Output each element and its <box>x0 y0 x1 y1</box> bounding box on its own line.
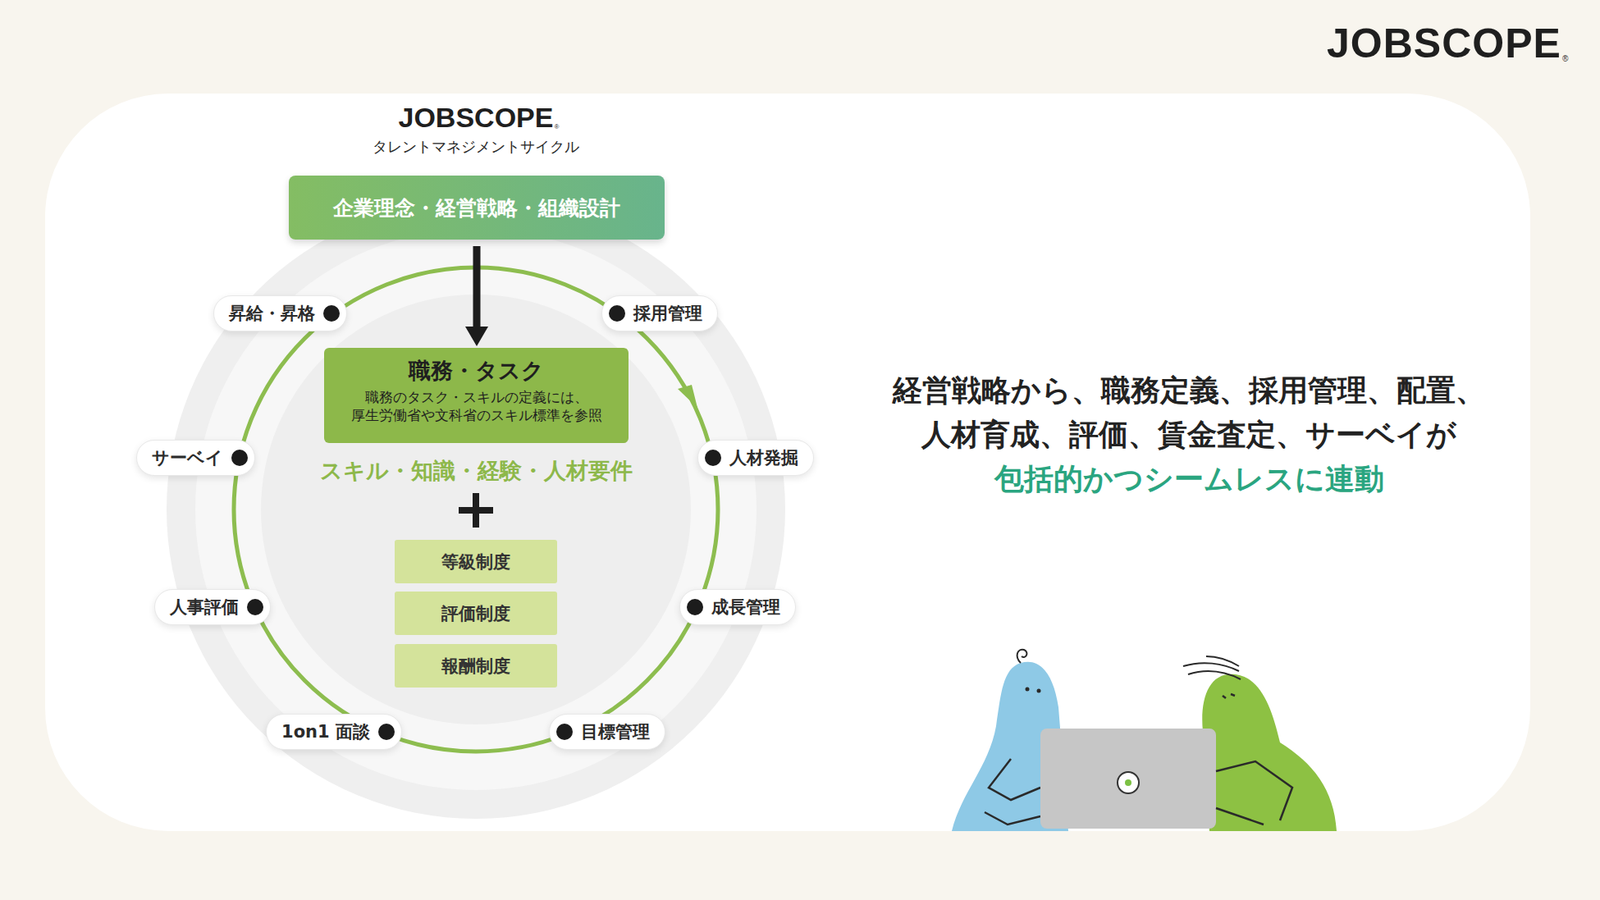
pill-label: 昇給・昇格 <box>228 301 316 325</box>
tagline-highlight: 包括的かつシームレスに連動 <box>994 459 1385 500</box>
task-box: 職務・タスク職務のタスク・スキルの定義には、 厚生労働省や文科省のスキル標準を参… <box>324 347 629 444</box>
plus-sign <box>458 493 494 528</box>
ring-dot <box>246 598 264 616</box>
white-panel <box>45 93 1531 832</box>
cycle-ring <box>233 267 718 752</box>
brand-logo: JOBSCOPE <box>1326 19 1562 68</box>
ring-dot <box>323 305 340 322</box>
cycle-pill: 目標管理 <box>548 713 666 750</box>
cycle-pill: サーベイ <box>136 439 256 476</box>
illustration <box>951 649 1337 832</box>
box-body: 職務のタスク・スキルの定義には、 厚生労働省や文科省のスキル標準を参照 <box>337 388 617 426</box>
box-label: 報酬制度 <box>441 654 511 678</box>
system-box: 評価制度 <box>394 591 558 636</box>
ring-dot <box>608 305 626 322</box>
skill-heading: スキル・知識・経験・人材要件 <box>320 456 633 486</box>
pill-label: 人事評価 <box>169 595 239 619</box>
cycle-pill: 採用管理 <box>601 295 718 332</box>
ring-dot <box>556 723 573 741</box>
pill-label: 成長管理 <box>711 595 781 619</box>
registered-mark: ® <box>1562 54 1568 64</box>
flow-arrow <box>465 246 489 347</box>
pill-label: 1on1 面談 <box>281 720 371 744</box>
box-label: 等級制度 <box>441 550 511 574</box>
strategy-box: 企業理念・経営戦略・組織設計 <box>288 175 665 240</box>
registered-mark: ® <box>553 123 559 131</box>
ring-dot <box>231 449 248 467</box>
box-label: 評価制度 <box>441 602 511 626</box>
cycle-subtitle: タレントマネジメントサイクル <box>372 137 580 157</box>
pill-label: サーベイ <box>151 446 224 470</box>
ring-dot <box>378 723 395 741</box>
ring-arrowhead <box>677 384 698 408</box>
cycle-pill: 1on1 面談 <box>265 713 403 750</box>
box-heading: 職務・タスク <box>333 356 619 386</box>
pill-label: 採用管理 <box>633 301 703 325</box>
box-title: 企業理念・経営戦略・組織設計 <box>333 194 621 222</box>
outer-band <box>166 200 786 819</box>
tagline-line: 経営戦略から、職務定義、採用管理、配置、 <box>892 370 1486 412</box>
pill-label: 人材発掘 <box>729 446 799 470</box>
cycle-logo: JOBSCOPE <box>398 101 554 134</box>
ring-dot <box>704 449 722 467</box>
cycle-pill: 昇給・昇格 <box>213 295 348 332</box>
cycle-pill: 人材発掘 <box>697 439 814 476</box>
system-box: 報酬制度 <box>394 644 558 688</box>
cycle-pill: 成長管理 <box>679 589 796 626</box>
ring-dot <box>686 598 704 616</box>
tagline-line: 人材育成、評価、賃金査定、サーベイが <box>921 415 1457 456</box>
system-box: 等級制度 <box>394 539 558 584</box>
cycle-pill: 人事評価 <box>154 589 271 626</box>
pill-label: 目標管理 <box>580 720 650 744</box>
middle-band <box>195 228 757 791</box>
inner-disc <box>260 294 691 725</box>
